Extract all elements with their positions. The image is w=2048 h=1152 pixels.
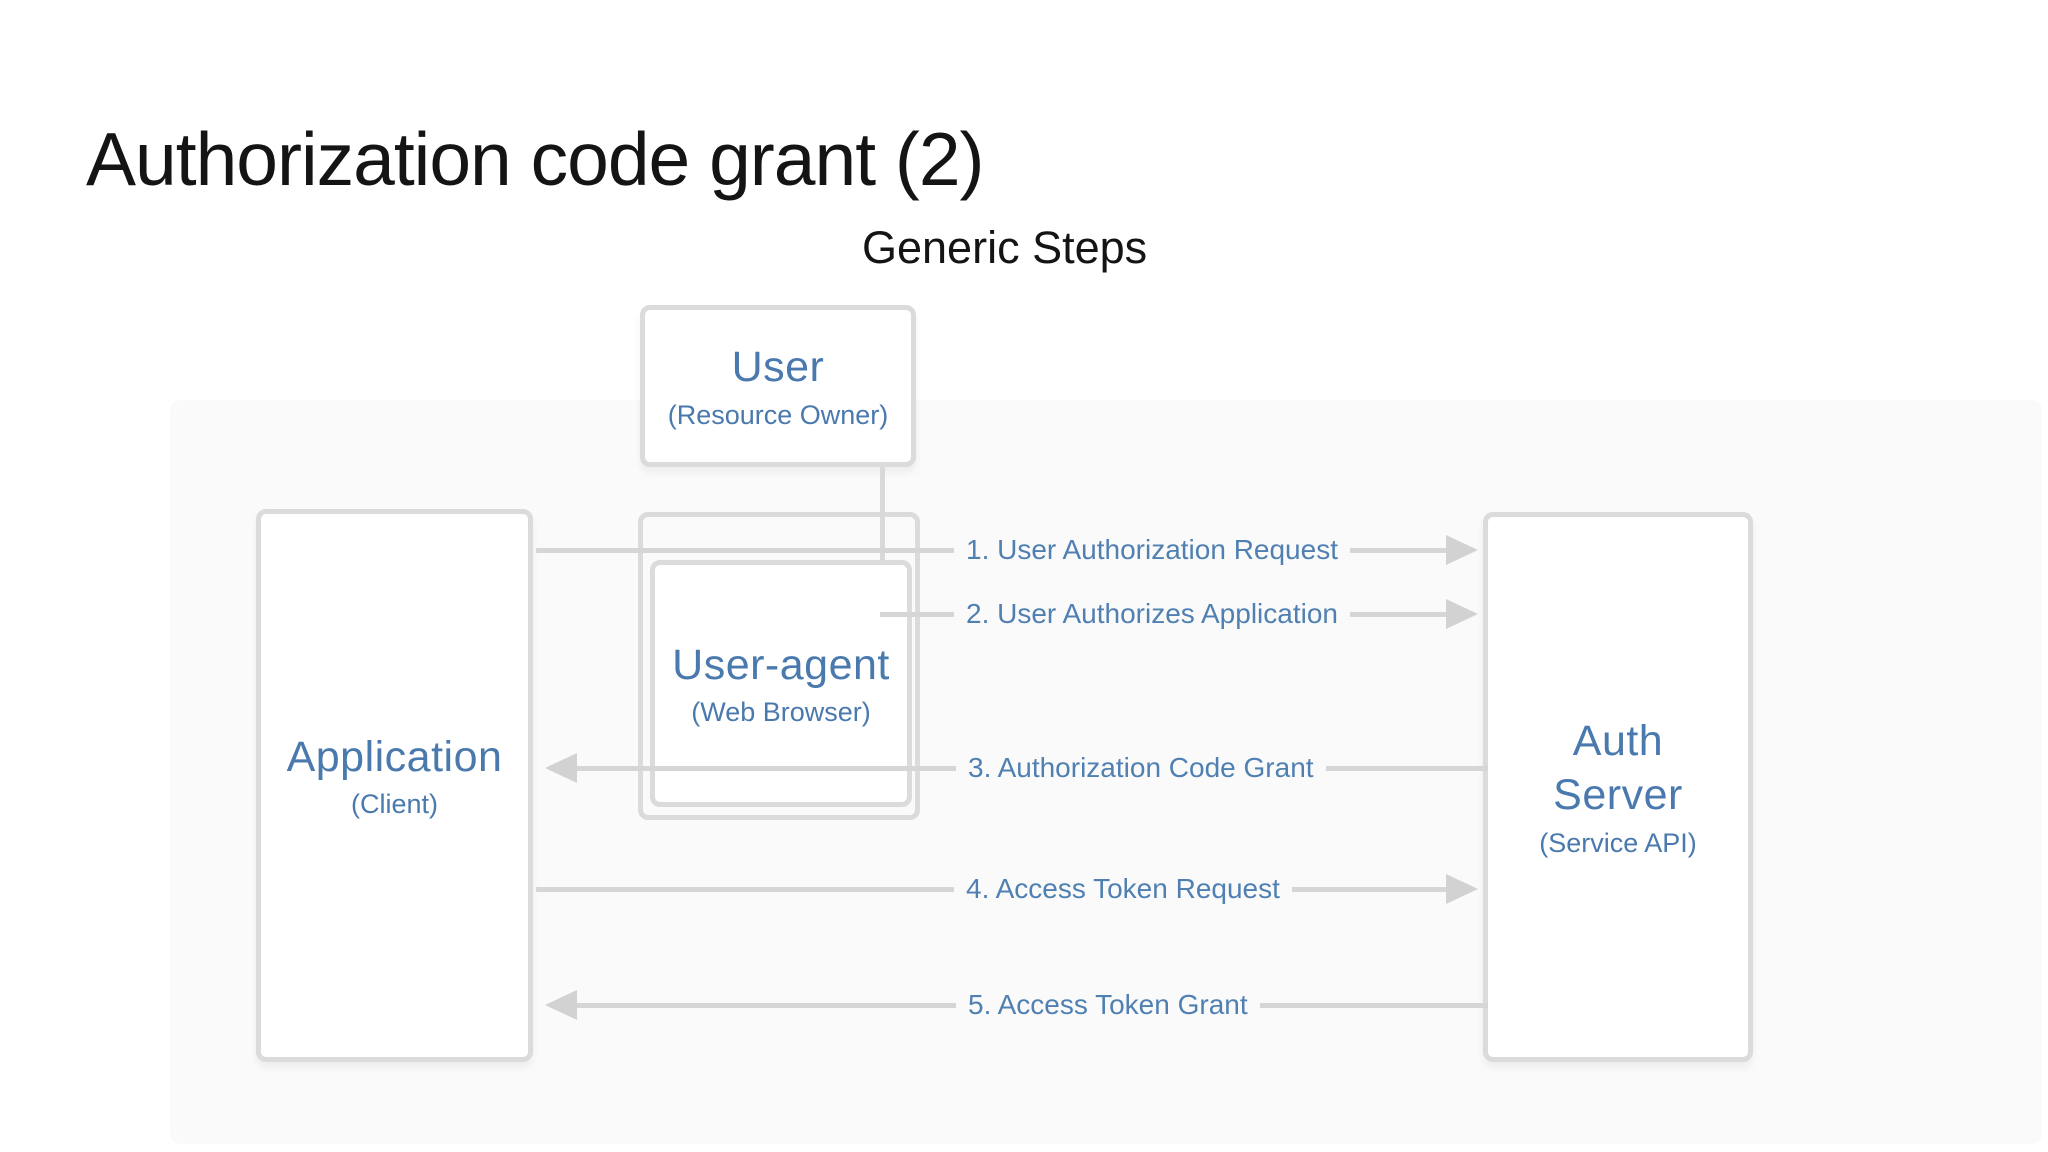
flow-line [536, 547, 954, 553]
node-user-role: (Resource Owner) [667, 399, 889, 430]
step-label-3: 3. Authorization Code Grant [968, 752, 1314, 783]
flow-line [577, 1002, 956, 1008]
node-auth-server-text: Auth Server (Service API) [1513, 715, 1723, 859]
arrowhead-left-icon [545, 753, 577, 783]
node-user-text: User (Resource Owner) [668, 341, 889, 431]
node-user-agent-role: (Web Browser) [691, 697, 871, 728]
flow-line [1259, 1002, 1488, 1008]
step-label-2: 2. User Authorizes Application [966, 598, 1338, 629]
slide-subtitle: Generic Steps [862, 222, 1148, 273]
step-label-5: 5. Access Token Grant [968, 989, 1248, 1020]
node-auth-server-name: Auth Server [1553, 717, 1683, 819]
node-auth-server: Auth Server (Service API) [1483, 512, 1753, 1062]
flow-line [880, 611, 954, 617]
flow-line [1291, 886, 1446, 892]
node-user-agent-outline [638, 512, 920, 820]
arrowhead-left-icon [545, 990, 577, 1020]
node-user-agent-name: User-agent [672, 640, 890, 689]
node-application-role: (Client) [350, 789, 438, 820]
node-application-name: Application [286, 732, 503, 781]
flow-step-2: 2. User Authorizes Application [880, 594, 1478, 634]
arrowhead-right-icon [1446, 599, 1478, 629]
node-user-name: User [731, 343, 825, 392]
flow-step-3: 3. Authorization Code Grant [545, 748, 1488, 788]
flow-line [577, 765, 956, 771]
node-application: Application (Client) [256, 509, 533, 1062]
flow-line [1325, 765, 1488, 771]
flow-line [536, 886, 954, 892]
flow-step-1: 1. User Authorization Request [536, 530, 1478, 570]
node-user: User (Resource Owner) [640, 305, 916, 467]
flow-line [1349, 547, 1446, 553]
node-auth-server-role: (Service API) [1539, 827, 1697, 858]
arrowhead-right-icon [1446, 874, 1478, 904]
connector-user-to-step2 [880, 467, 885, 614]
flow-line [1349, 611, 1446, 617]
step-label-4: 4. Access Token Request [966, 873, 1280, 904]
flow-step-5: 5. Access Token Grant [545, 985, 1488, 1025]
step-label-1: 1. User Authorization Request [966, 534, 1338, 565]
slide-title: Authorization code grant (2) [86, 117, 985, 201]
arrowhead-right-icon [1446, 535, 1478, 565]
flow-step-4: 4. Access Token Request [536, 869, 1478, 909]
node-user-agent-text: User-agent (Web Browser) [672, 639, 890, 729]
node-application-text: Application (Client) [287, 731, 503, 821]
